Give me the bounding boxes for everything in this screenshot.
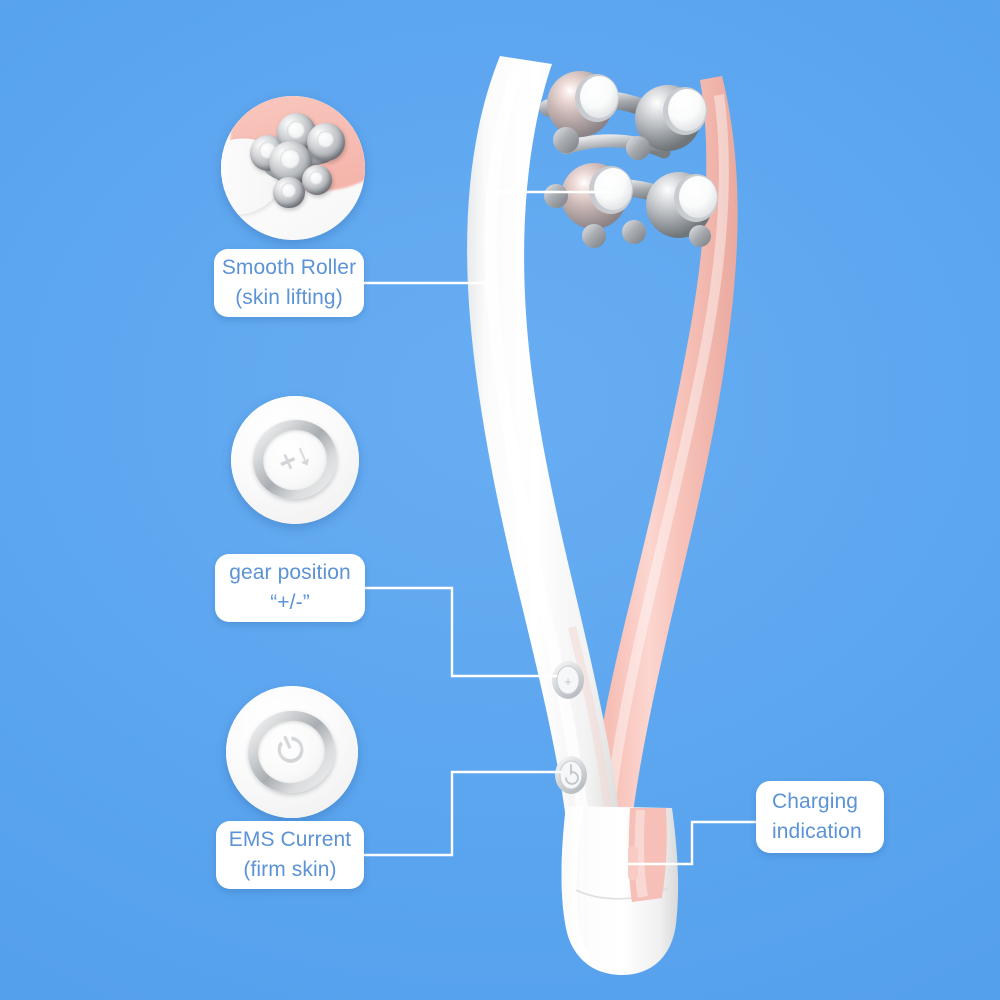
label-ems-current[interactable]: EMS Current (firm skin) — [216, 821, 364, 889]
label-smooth-roller[interactable]: Smooth Roller (skin lifting) — [214, 249, 364, 317]
roller-ball-4 — [646, 172, 718, 238]
label-ems-current-line1: EMS Current — [228, 828, 352, 852]
plus-minus-glyph: +↓ — [273, 437, 317, 482]
svg-text:+: + — [564, 674, 572, 689]
label-smooth-roller-line2: (skin lifting) — [235, 286, 343, 309]
label-gear-position-line2: “+/-” — [270, 591, 310, 614]
label-gear-position[interactable]: gear position “+/-” — [215, 554, 365, 622]
detail-circle-ems-current: ⏻ — [226, 686, 358, 818]
roller-ball-3 — [561, 163, 633, 229]
label-ems-current-line2: (firm skin) — [243, 858, 337, 881]
device-pink-arm — [585, 76, 738, 900]
power-glyph: ⏻ — [271, 728, 312, 775]
roller-head — [539, 71, 718, 248]
charging-indicator-notch — [628, 846, 638, 880]
handle-button-gear[interactable]: + — [552, 661, 584, 699]
label-charging-indication[interactable]: Charging indication — [756, 781, 884, 853]
label-charging-indication-line2: indication — [772, 820, 862, 843]
device-handle — [561, 806, 679, 975]
roller-ball-2 — [635, 85, 707, 151]
detail-circle-gear-position: +↓ — [231, 396, 359, 524]
detail-circle-smooth-roller — [221, 96, 365, 240]
label-gear-position-line1: gear position — [229, 561, 351, 585]
handle-button-ems[interactable] — [555, 756, 587, 794]
label-charging-indication-line1: Charging — [772, 790, 859, 814]
roller-ball-1 — [547, 71, 619, 137]
label-smooth-roller-line1: Smooth Roller — [221, 256, 357, 280]
